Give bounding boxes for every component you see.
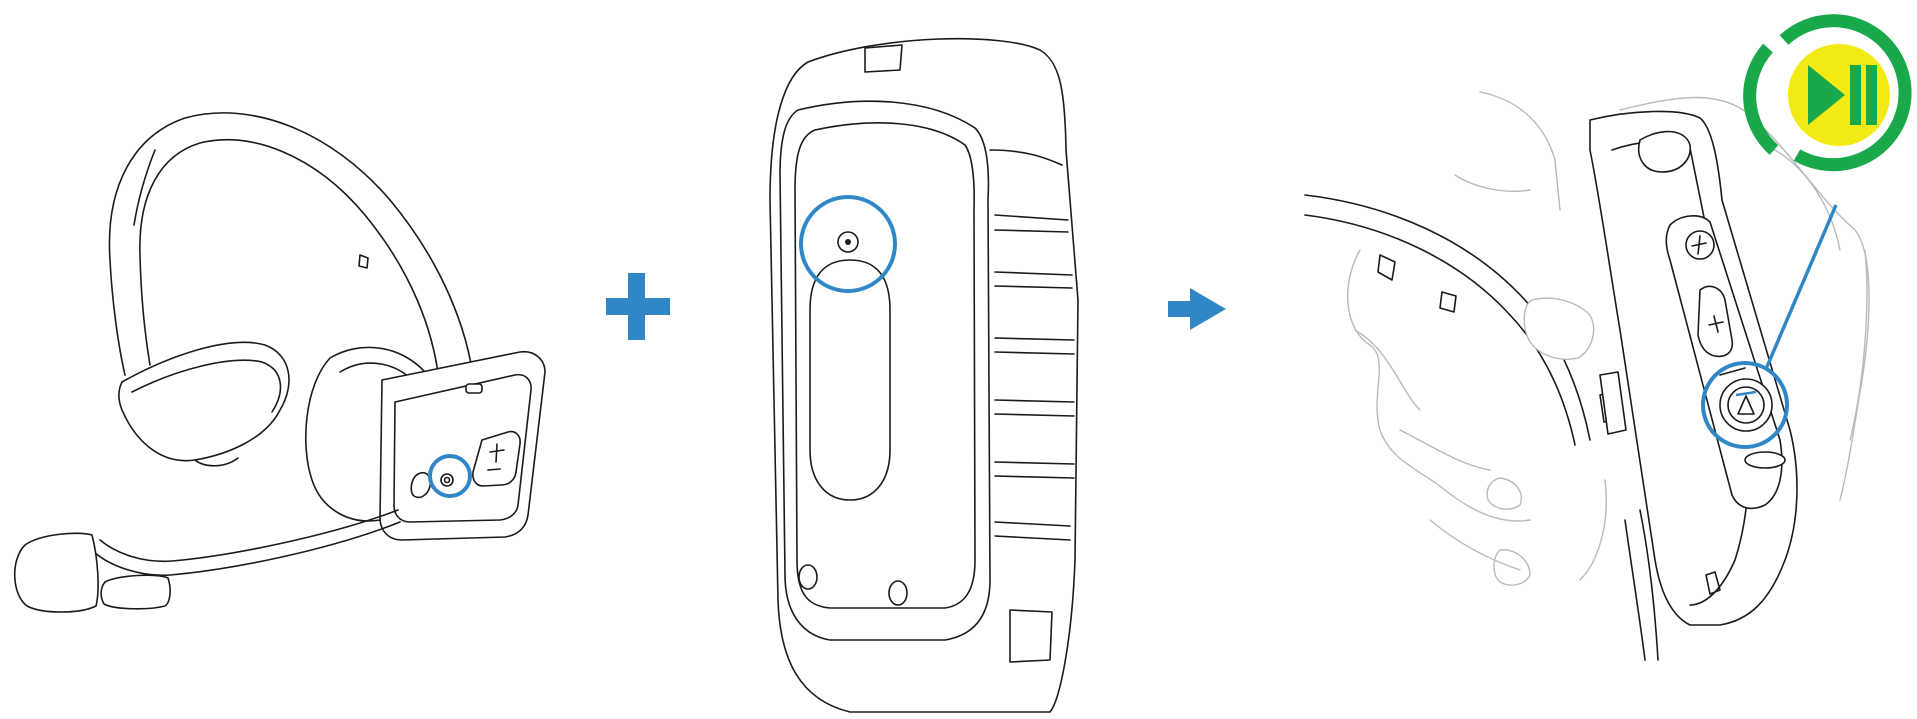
pairing-action-illustration <box>1305 21 1905 660</box>
play-pause-status-indicator <box>1750 21 1905 165</box>
plus-icon <box>606 273 670 340</box>
handset-illustration <box>770 39 1078 712</box>
headset-illustration <box>15 113 545 612</box>
callout-line <box>1766 205 1836 369</box>
arrow-right-icon <box>1168 288 1226 330</box>
